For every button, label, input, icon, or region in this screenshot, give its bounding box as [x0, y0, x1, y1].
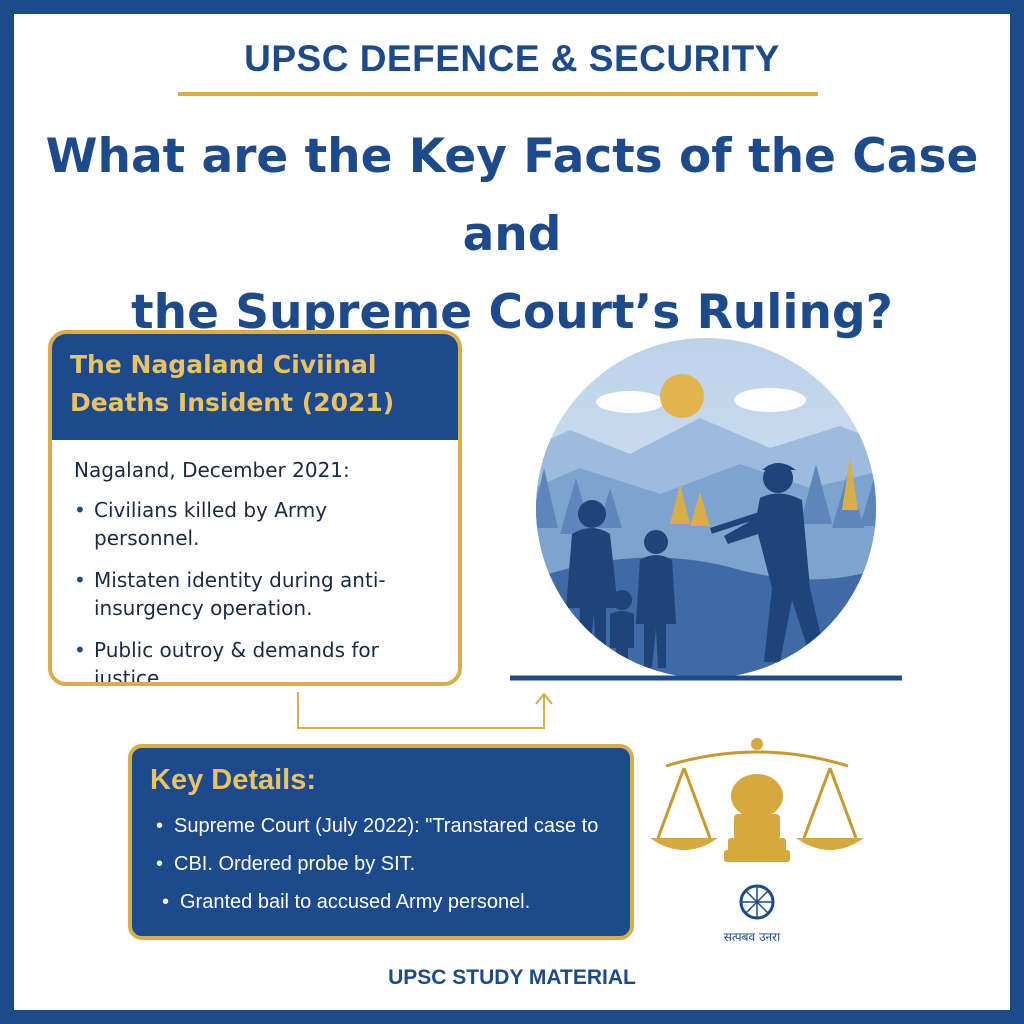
- incident-card-title: The Nagaland Civiinal Deaths Insident (2…: [52, 334, 458, 440]
- golden-trees: [670, 456, 858, 526]
- sun-shape: [660, 374, 704, 418]
- incident-card-body: Nagaland, December 2021: Civilians kille…: [52, 440, 458, 682]
- key-details-title: Key Details:: [150, 764, 317, 796]
- page-title: What are the Key Facts of the Case and t…: [0, 118, 1024, 352]
- footer-label: UPSC STUDY MATERIAL: [388, 966, 636, 989]
- key-details-card: Key Details: Supreme Court (July 2022): …: [128, 744, 634, 940]
- page-title-line-1: What are the Key Facts of the Case and: [45, 129, 979, 262]
- flow-connector-arrow: [297, 692, 553, 729]
- cloud-shape: [734, 388, 806, 412]
- key-detail-bullet: Supreme Court (July 2022): "Transtared c…: [150, 807, 612, 845]
- key-detail-bullet: CBI. Ordered probe by SIT.: [150, 845, 612, 883]
- kicker-divider: [178, 92, 818, 96]
- emblem-motto: सत्पबव उनरा: [723, 930, 781, 944]
- civilian-silhouettes: [566, 500, 676, 668]
- incident-card: The Nagaland Civiinal Deaths Insident (2…: [48, 330, 462, 686]
- incident-bullet: Public outroy & demands for justice.: [74, 636, 436, 682]
- incident-bullet: Civilians killed by Army personnel.: [74, 496, 436, 552]
- soldier-silhouette: [710, 463, 826, 662]
- incident-title-line-2: Deaths Insident (2021): [70, 388, 395, 417]
- incident-intro: Nagaland, December 2021:: [74, 458, 350, 482]
- justice-scales-emblem-icon: [650, 738, 864, 920]
- key-details-list: Supreme Court (July 2022): "Transtared c…: [150, 807, 612, 921]
- incident-bullet: Mistaten identity during anti-insurgency…: [74, 566, 436, 622]
- incident-bullet-list: Civilians killed by Army personnel. Mist…: [74, 496, 436, 682]
- section-kicker: UPSC DEFENCE & SECURITY: [244, 38, 780, 79]
- incident-title-line-1: The Nagaland Civiinal: [70, 350, 377, 379]
- incident-illustration: [510, 338, 902, 681]
- cloud-shape: [596, 391, 664, 413]
- key-detail-bullet: Granted bail to accused Army personel.: [150, 883, 612, 921]
